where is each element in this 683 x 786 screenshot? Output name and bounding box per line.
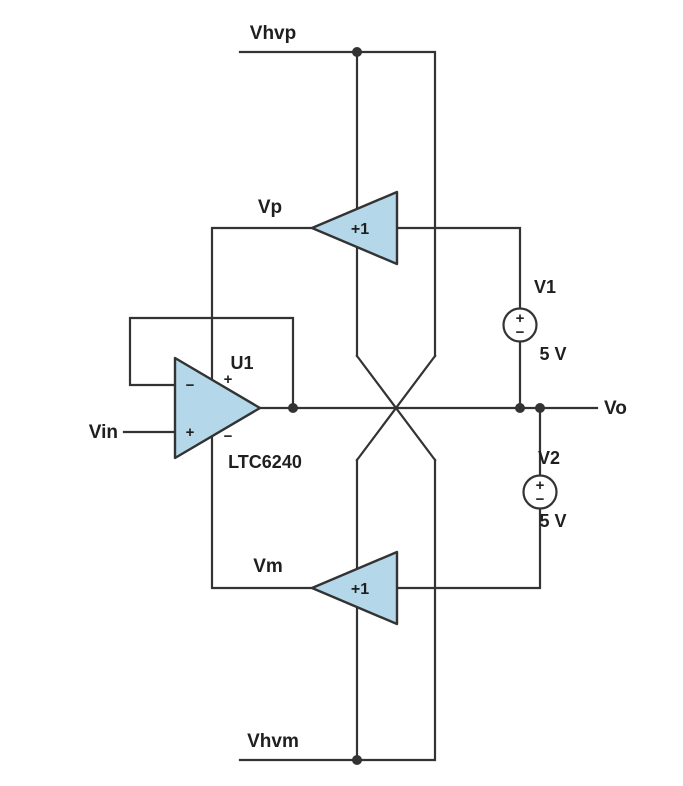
source-v2: + − V2 5 V xyxy=(522,448,567,531)
label-vhvm: Vhvm xyxy=(247,731,299,752)
source-v2-minus-mark: − xyxy=(536,491,545,508)
buffer-bottom-gain-label: +1 xyxy=(351,581,369,598)
wire-v2-to-buffer xyxy=(395,507,542,590)
opamp-supply-minus-mark: − xyxy=(224,428,233,445)
wire-buffer-top-input xyxy=(395,226,522,310)
junction-dot-vhvm xyxy=(352,755,362,765)
opamp-u1-symbol xyxy=(173,356,262,460)
opamp-u1: − + + − U1 LTC6240 xyxy=(173,353,302,472)
opamp-noninverting-input-mark: + xyxy=(186,424,195,441)
source-v2-value-label: 5 V xyxy=(539,511,566,531)
label-vo: Vo xyxy=(604,398,627,419)
junctions xyxy=(288,47,545,765)
source-v1-ref-label: V1 xyxy=(534,277,556,297)
source-v1-minus-mark: − xyxy=(516,324,525,341)
junction-dot-v1 xyxy=(515,403,525,413)
buffer-top: +1 xyxy=(310,190,399,266)
wire-feedback xyxy=(128,316,295,410)
label-vm: Vm xyxy=(253,556,283,577)
wire-vhvp-rail xyxy=(238,50,437,358)
source-v2-plus-mark: + xyxy=(536,477,545,494)
junction-dot-vhvp xyxy=(352,47,362,57)
source-v2-ref-label: V2 xyxy=(538,448,560,468)
buffer-bottom-symbol xyxy=(310,550,399,626)
label-vin: Vin xyxy=(89,422,118,443)
buffer-top-symbol xyxy=(310,190,399,266)
junction-dot-feedback xyxy=(288,403,298,413)
opamp-supply-plus-mark: + xyxy=(224,371,233,388)
buffer-bottom: +1 xyxy=(310,550,399,626)
buffer-top-gain-label: +1 xyxy=(351,221,369,238)
source-v1-plus-mark: + xyxy=(516,310,525,327)
label-vhvp: Vhvp xyxy=(250,23,296,44)
wire-vp xyxy=(210,226,314,386)
opamp-ref-label: U1 xyxy=(230,353,253,373)
junction-dot-v2 xyxy=(535,403,545,413)
source-v2-symbol xyxy=(522,474,558,510)
source-v1-symbol xyxy=(502,307,538,343)
source-v1: + − V1 5 V xyxy=(502,277,567,364)
source-v1-value-label: 5 V xyxy=(539,344,566,364)
label-vp: Vp xyxy=(258,197,282,218)
wire-vm xyxy=(210,430,314,590)
net-labels: Vhvp Vp Vin Vo Vm Vhvm xyxy=(89,23,627,752)
wires xyxy=(122,50,599,762)
opamp-inverting-input-mark: − xyxy=(186,377,195,394)
opamp-part-label: LTC6240 xyxy=(228,452,302,472)
wire-vhvm-rail xyxy=(238,458,437,762)
